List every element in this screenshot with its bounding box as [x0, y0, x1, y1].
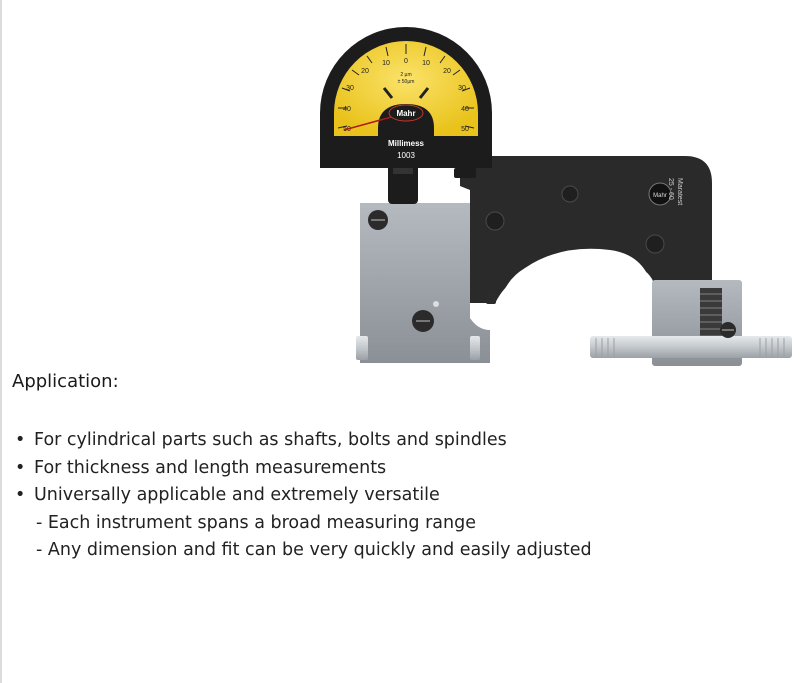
dial-scale-label: 10: [382, 60, 390, 67]
dial-scale-label: 30: [458, 85, 466, 92]
dial-scale-label: 50: [461, 126, 469, 133]
body-model-name: Maratest: [676, 178, 683, 205]
anvil-rod: [590, 336, 792, 358]
list-item: Universally applicable and extremely ver…: [12, 482, 592, 510]
list-sub-item: - Any dimension and fit can be very quic…: [36, 540, 592, 560]
dial-model-name: Millimess: [388, 139, 425, 148]
frame-left-body: [360, 203, 490, 363]
dial-model-number: 1003: [397, 151, 415, 160]
application-heading: Application:: [12, 371, 119, 392]
dial-face: [334, 41, 478, 136]
dial-brand: Mahr: [396, 109, 415, 118]
dial-scale-label: 10: [422, 60, 430, 67]
list-sub-item: - Each instrument spans a broad measurin…: [36, 512, 476, 533]
list-item: For thickness and length measurements: [12, 455, 592, 483]
dial-scale-label: 40: [343, 106, 351, 113]
list-item: For cylindrical parts such as shafts, bo…: [12, 427, 592, 455]
dial-scale-label: 20: [361, 68, 369, 75]
left-border: [0, 0, 2, 683]
body-range: 25 - 60: [667, 178, 674, 200]
snap-gauge-illustration: Mahr Maratest 25 - 60 0 10 20: [320, 27, 792, 366]
dial-unit: 2 µm: [400, 72, 411, 78]
dial-scale-label: 30: [346, 85, 354, 92]
product-image: Mahr Maratest 25 - 60 0 10 20: [300, 18, 795, 370]
dial-scale-label: 0: [404, 58, 408, 65]
dial-scale-label: 20: [443, 68, 451, 75]
body-brand-logo: Mahr: [653, 193, 667, 199]
dial-scale-label: 40: [461, 106, 469, 113]
dial-brand-badge: [388, 104, 424, 122]
dial-tolerance: ± 50µm: [398, 79, 415, 85]
application-list: For cylindrical parts such as shafts, bo…: [12, 427, 592, 565]
